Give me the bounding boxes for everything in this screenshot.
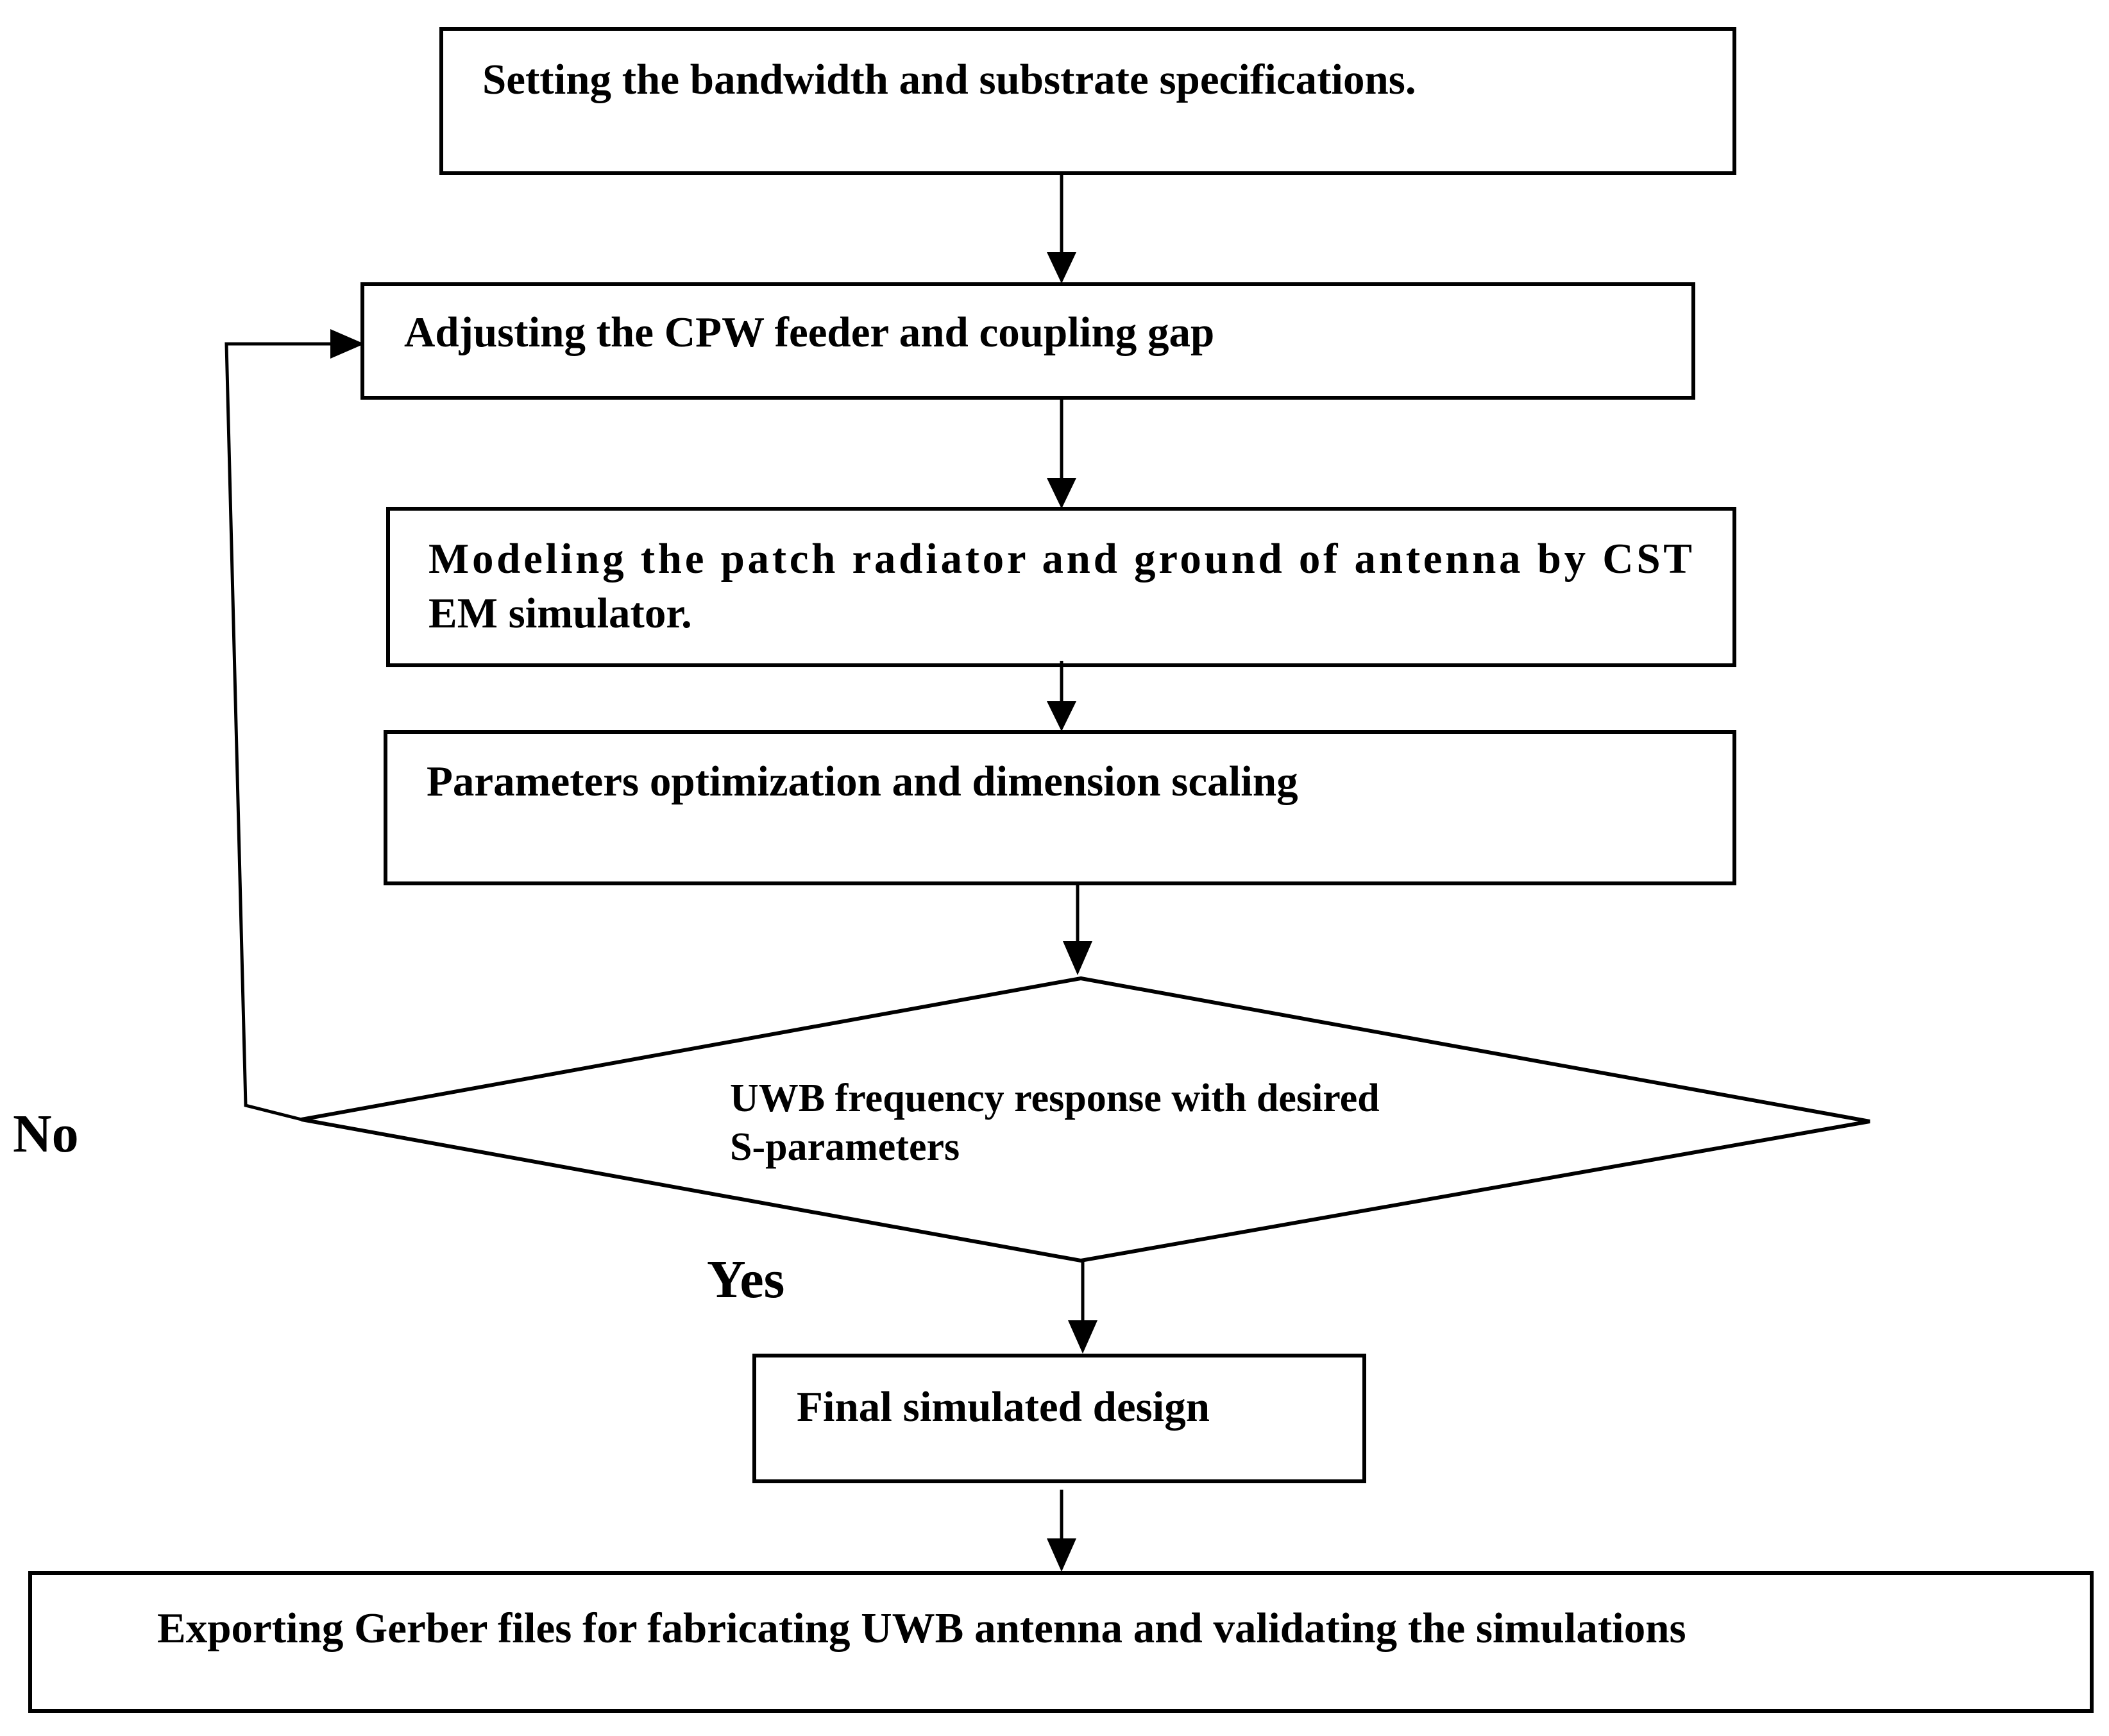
step-final-text: Final simulated design bbox=[797, 1383, 1210, 1431]
arrowhead bbox=[1068, 1320, 1097, 1354]
no-label: No bbox=[13, 1104, 79, 1164]
arrowhead bbox=[1047, 1538, 1076, 1572]
step-setting-box bbox=[439, 27, 1736, 175]
arrowhead bbox=[1047, 701, 1076, 731]
step-exporting-box bbox=[28, 1571, 2094, 1713]
arrowhead bbox=[330, 329, 364, 359]
no-loop-connector bbox=[224, 342, 334, 1121]
step-final-box bbox=[752, 1354, 1366, 1483]
step-setting-text: Setting the bandwidth and substrate spec… bbox=[482, 56, 1416, 103]
step-optimization-box bbox=[384, 730, 1736, 885]
arrowhead bbox=[1047, 252, 1076, 284]
decision-diamond bbox=[301, 976, 1870, 1263]
step-adjusting-text: Adjusting the CPW feeder and coupling ga… bbox=[404, 309, 1214, 356]
yes-label: Yes bbox=[707, 1250, 784, 1309]
step-modeling-text-line1: Modeling the patch radiator and ground o… bbox=[428, 535, 1692, 583]
decision-text-line2: S-parameters bbox=[730, 1125, 960, 1169]
step-modeling-text-line2: EM simulator. bbox=[428, 590, 692, 637]
step-modeling-box bbox=[386, 507, 1736, 667]
arrowhead bbox=[1047, 478, 1076, 509]
arrowhead bbox=[1063, 941, 1092, 975]
step-exporting-text: Exporting Gerber files for fabricating U… bbox=[157, 1604, 1686, 1652]
step-adjusting-box bbox=[360, 282, 1695, 400]
step-optimization-text: Parameters optimization and dimension sc… bbox=[427, 758, 1298, 805]
decision-text-line1: UWB frequency response with desired bbox=[730, 1076, 1380, 1120]
